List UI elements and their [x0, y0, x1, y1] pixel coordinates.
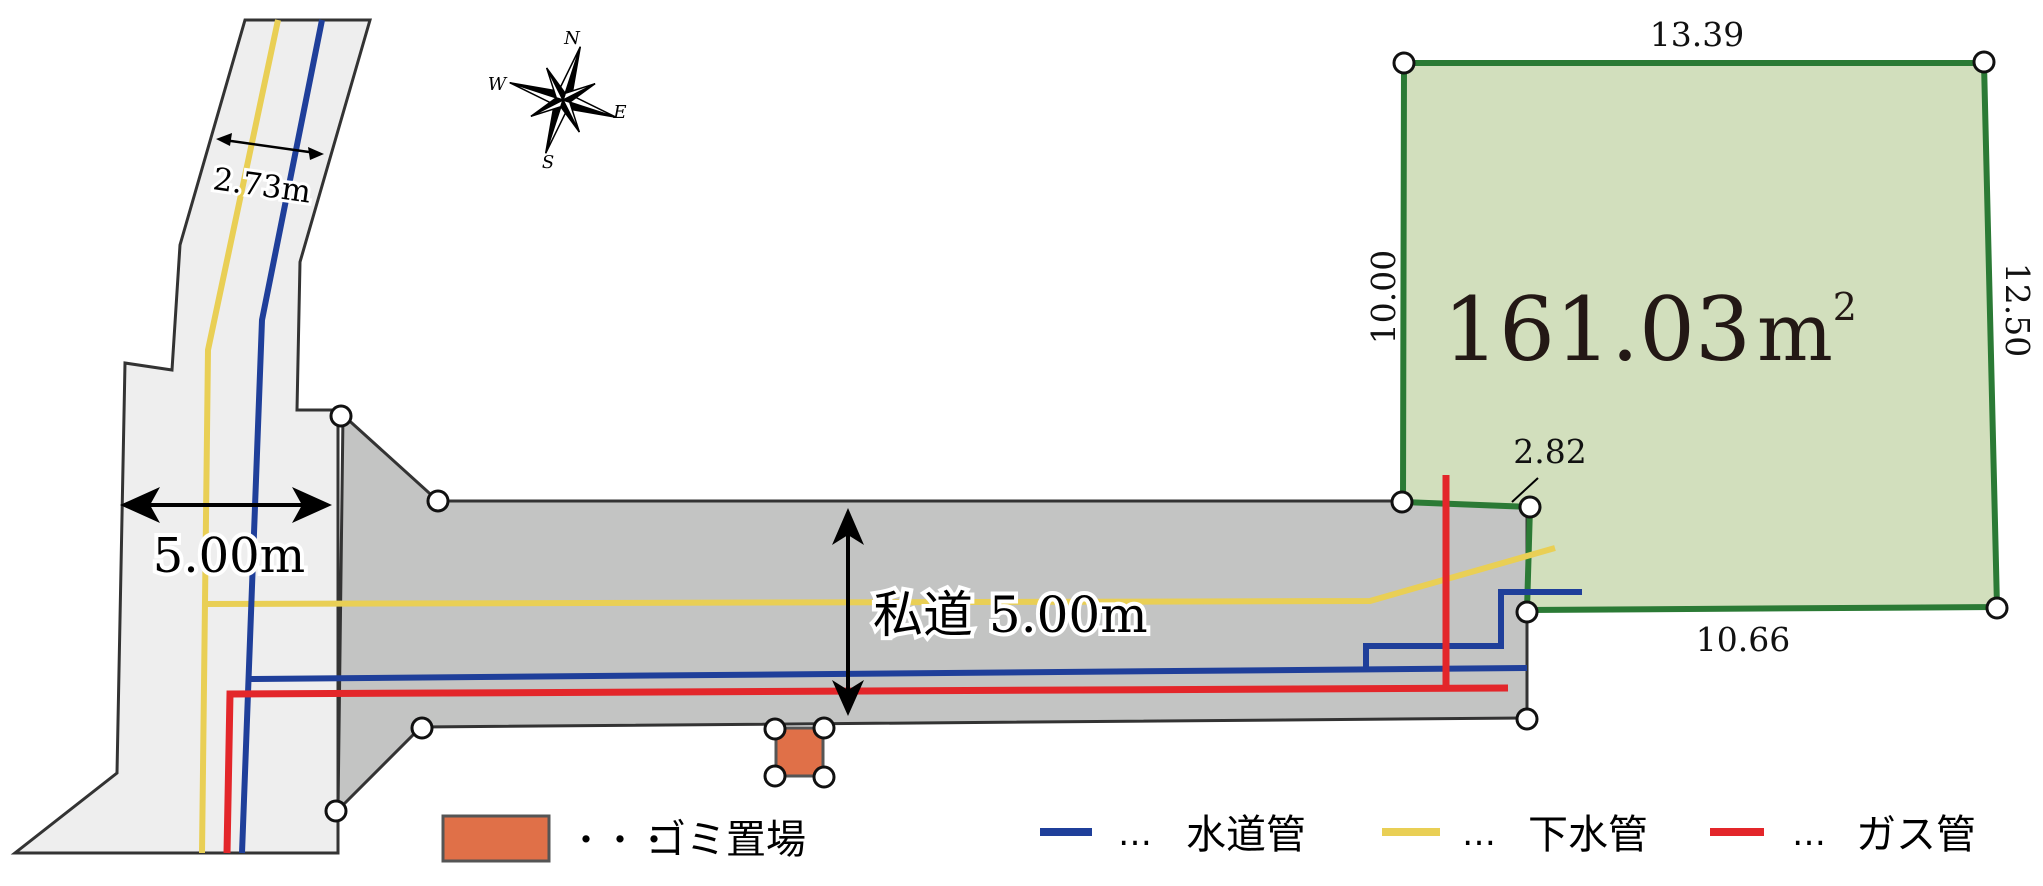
dimension-arrows: [120, 133, 1539, 716]
legend-garbage-dots: ・・・: [569, 821, 671, 861]
private-road-arrow-head-top: [832, 508, 864, 545]
compass-n: N: [563, 28, 581, 49]
legend-water-label: 水道管: [1186, 812, 1306, 858]
dim-notch: 2.82: [1513, 432, 1586, 471]
marker: [763, 717, 787, 741]
marker: [812, 716, 836, 740]
marker: [324, 799, 348, 823]
compass-labels: N S E W: [488, 28, 627, 173]
legend-garbage-swatch: [441, 814, 551, 863]
private-road-label: 私道 5.00m: [873, 586, 1148, 644]
legend-sewer-label: 下水管: [1528, 812, 1648, 858]
public-road: [10, 18, 372, 855]
dim-top: 13.39: [1650, 15, 1744, 54]
compass-rose: [509, 46, 617, 154]
marker: [1390, 490, 1414, 514]
boundary-markers: [324, 50, 2009, 823]
gas-pipe: [223, 684, 1509, 854]
lot-dimensions: 13.39 10.00 12.50 10.66 2.82: [1364, 15, 2037, 659]
marker: [1392, 51, 1416, 75]
water-pipe: [239, 19, 325, 854]
marker: [1515, 600, 1539, 624]
lot-area-label: 161.03m2: [1443, 278, 1857, 381]
lot-area-sup: 2: [1833, 285, 1857, 329]
legend: ・・・ ゴミ置場 … 水道管 … 下水管 … ガス管: [441, 812, 1976, 863]
compass-e: E: [612, 102, 626, 123]
marker: [426, 489, 450, 513]
sewer-pipe-branch: [201, 545, 1556, 607]
legend-water-ellipsis: …: [1118, 814, 1152, 854]
width-arrow-lower-head-right: [292, 487, 332, 523]
water-pipe-branch: [249, 665, 1528, 682]
marker: [812, 765, 836, 789]
marker: [329, 404, 353, 428]
width-arrow-upper-head-right: [308, 147, 324, 160]
marker: [763, 764, 787, 788]
width-arrow-upper-head-left: [216, 133, 232, 146]
compass-s: S: [542, 152, 554, 173]
water-pipe-connector: [1363, 589, 1582, 668]
compass-w: W: [488, 74, 508, 95]
marker: [1518, 495, 1542, 519]
sewer-pipe: [199, 19, 281, 854]
width-arrow-lower-head-left: [120, 487, 160, 523]
dim-bottom: 10.66: [1696, 620, 1790, 659]
road-width-lower-label: 5.00m: [153, 528, 305, 584]
notch-leader: [1511, 477, 1539, 503]
marker: [410, 716, 434, 740]
legend-gas-label: ガス管: [1856, 812, 1976, 858]
marker: [1985, 596, 2009, 620]
legend-gas-ellipsis: …: [1792, 814, 1826, 854]
dim-left: 10.00: [1364, 250, 1403, 344]
lot-area-number: 161.03: [1443, 278, 1751, 381]
private-road-arrow-head-bottom: [832, 680, 864, 716]
dim-right: 12.50: [1998, 263, 2037, 357]
width-arrow-upper: [223, 138, 317, 155]
legend-garbage-label: ゴミ置場: [646, 817, 806, 863]
lot-area-unit: m: [1757, 286, 1833, 379]
marker: [1972, 50, 1996, 74]
legend-sewer-ellipsis: …: [1462, 814, 1496, 854]
marker: [1515, 707, 1539, 731]
